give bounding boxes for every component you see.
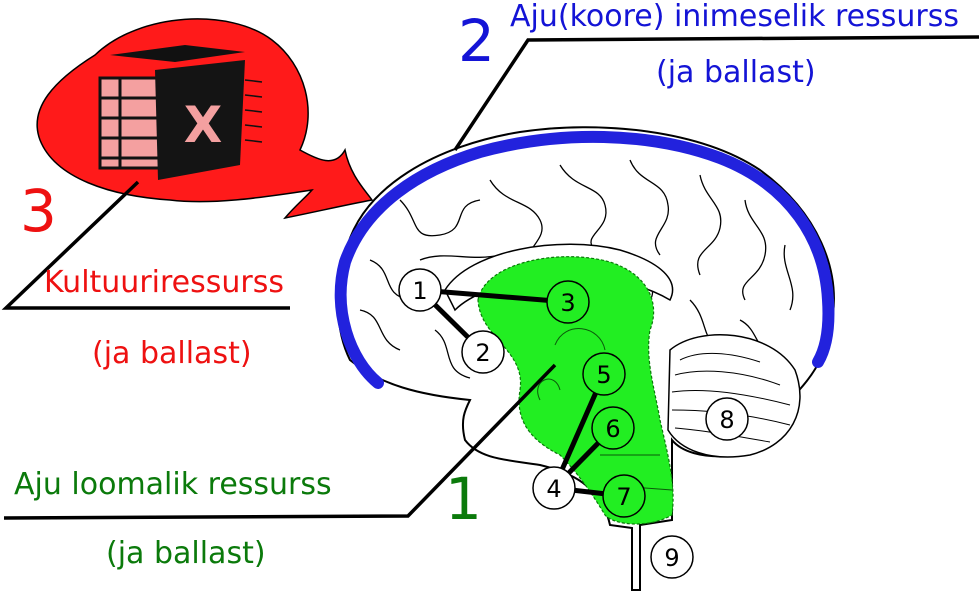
node-1: 1 [398,268,442,312]
node-label: 9 [664,544,679,572]
animal-subtitle: (ja ballast) [106,536,266,571]
node-circle [582,352,626,396]
animal-number: 1 [445,465,482,533]
numbered-nodes: 1 2 3 4 5 6 7 8 9 [398,268,749,579]
node-4: 4 [532,466,576,510]
node-circle [461,330,505,374]
node-circle [602,474,646,518]
culture-subtitle: (ja ballast) [92,336,252,371]
cortex-subtitle: (ja ballast) [656,55,816,90]
node-label: 2 [475,339,490,367]
node-label: 6 [605,415,620,443]
node-label: 5 [596,361,611,389]
node-9: 9 [650,535,694,579]
node-circle [705,397,749,441]
node-5: 5 [582,352,626,396]
node-8: 8 [705,397,749,441]
cortex-title: Aju(koore) inimeselik ressurss [510,0,959,34]
node-label: 8 [719,406,734,434]
cortex-band [334,130,835,389]
excel-x-glyph: X [184,96,223,154]
node-circle [591,406,635,450]
cortex-number: 2 [458,7,495,75]
node-label: 1 [412,277,427,305]
node-circle [546,280,590,324]
node-6: 6 [591,406,635,450]
animal-title: Aju loomalik ressurss [14,467,332,502]
node-7: 7 [602,474,646,518]
culture-number: 3 [20,177,57,245]
node-3: 3 [546,280,590,324]
node-label: 4 [546,475,561,503]
node-circle [650,535,694,579]
node-circle [398,268,442,312]
leader-lines [1,35,979,520]
node-circle [532,466,576,510]
node-label: 3 [560,289,575,317]
node-2: 2 [461,330,505,374]
excel-spreadsheet-icon: X [98,45,263,180]
culture-title: Kultuuriressurss [44,265,284,300]
node-label: 7 [616,483,631,511]
